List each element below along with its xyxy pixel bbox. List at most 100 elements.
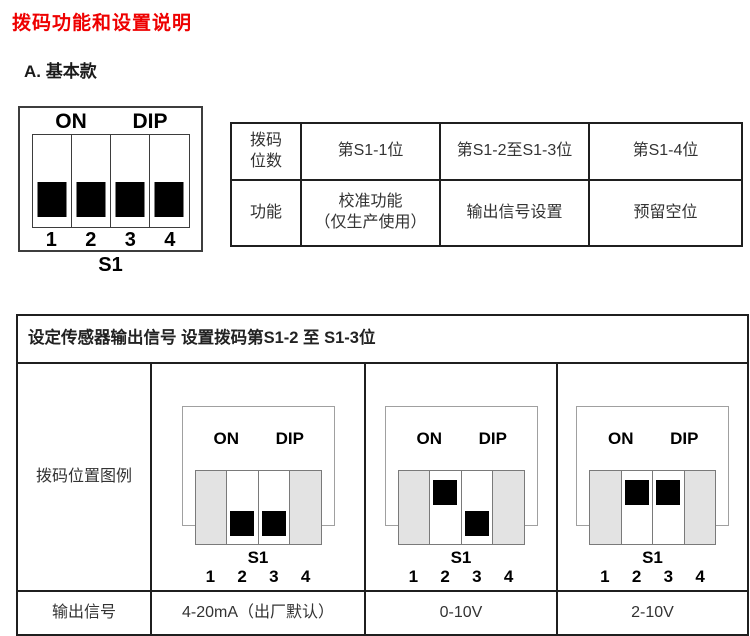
dip-header: ON DIP (32, 109, 190, 134)
dip-slot (461, 470, 493, 546)
dip-position-number: 1 (600, 566, 610, 586)
cell-dip-legend-0-10v: ON DIP 1 2 3 4 S1 (364, 361, 558, 593)
cell-dip-legend-2-10v: ON DIP 1 2 3 4 S1 (556, 361, 749, 593)
dip-position-number: 2 (85, 229, 97, 251)
dip-dip-label: DIP (132, 110, 168, 133)
dip-header: ON DIP (589, 428, 716, 449)
dip-slot-disabled (194, 470, 227, 546)
dip-dip-label: DIP (478, 429, 507, 449)
dip-on-label: ON (55, 110, 87, 133)
dip-knob-on (656, 480, 681, 506)
dip-position-number: 3 (472, 566, 482, 586)
dip-knob-off (230, 511, 255, 537)
dip-position-number: 3 (269, 566, 279, 586)
page-title: 拨码功能和设置说明 (12, 13, 193, 34)
dip-position-number: 3 (663, 566, 674, 586)
dip-slot (71, 134, 111, 228)
table-row: 设定传感器输出信号 设置拨码第S1-2 至 S1-3位 (16, 314, 749, 364)
cell-function-reserved: 预留空位 (588, 179, 743, 247)
row-header-function: 功能 (230, 179, 302, 247)
table-row: 输出信号 4-20mA（出厂默认） 0-10V 2-10V (16, 590, 749, 636)
row-header-output-signal: 输出信号 (16, 590, 152, 636)
main-dip-switch-diagram: ON DIP 1 2 3 4 S1 (18, 106, 203, 277)
dip-position-number: 3 (124, 229, 136, 251)
dip-slots (31, 134, 190, 228)
dip-header: ON DIP (398, 428, 525, 449)
dip-switch-name: S1 (247, 548, 269, 568)
dip-on-label: ON (608, 429, 634, 449)
dip-position-numbers: 1 2 3 4 (589, 566, 716, 587)
dip-diagram-2-10v: ON DIP 1 2 3 4 S1 (576, 385, 729, 590)
cell-signal-4-20ma: 4-20mA（出厂默认） (150, 590, 366, 636)
dip-on-label: ON (213, 429, 240, 449)
dip-position-number: 4 (164, 229, 176, 251)
cell-function-calibration: 校准功能 （仅生产使用） (300, 179, 441, 247)
dip-knob-off (464, 511, 489, 537)
dip-slot (31, 134, 72, 228)
dip-knob-off (154, 182, 184, 217)
dip-slot (430, 470, 462, 546)
dip-knob-off (261, 511, 286, 537)
dip-box: ON DIP 1 2 3 4 (18, 106, 203, 252)
signal-table-title: 设定传感器输出信号 设置拨码第S1-2 至 S1-3位 (16, 314, 749, 364)
dip-slot (653, 470, 685, 546)
dip-position-number: 4 (503, 566, 514, 586)
dip-knob-off (115, 182, 145, 217)
dip-slots (194, 470, 322, 546)
dip-position-number: 1 (408, 566, 419, 586)
dip-diagram-4-20ma: ON DIP 1 2 3 4 S1 (181, 385, 335, 590)
dip-slot (258, 470, 290, 546)
dip-slot-disabled (684, 470, 716, 546)
dip-slot-disabled (290, 470, 322, 546)
output-signal-setting-table: 设定传感器输出信号 设置拨码第S1-2 至 S1-3位 拨码位置图例 ON DI… (16, 314, 749, 636)
cell-dip-legend-4-20ma: ON DIP 1 2 3 4 S1 (150, 361, 366, 593)
dip-knob-off (76, 182, 106, 217)
dip-position-number: 2 (631, 566, 642, 586)
dip-position-number: 1 (205, 566, 216, 586)
cell-bit-s1-4: 第S1-4位 (588, 122, 743, 181)
dip-dip-label: DIP (670, 429, 699, 449)
cell-bit-s1-1: 第S1-1位 (300, 122, 441, 181)
dip-position-number: 2 (440, 566, 450, 586)
dip-dip-label: DIP (275, 429, 304, 449)
table-row: 拨码 位数 第S1-1位 第S1-2至S1-3位 第S1-4位 (230, 122, 743, 181)
dip-slot (227, 470, 259, 546)
row-header-dip-position-legend: 拨码位置图例 (16, 361, 152, 593)
dip-position-number: 4 (695, 566, 705, 586)
dip-slot-disabled (493, 470, 525, 546)
section-heading-basic-model: A. 基本款 (24, 62, 97, 81)
dip-position-number: 2 (237, 566, 247, 586)
dip-header: ON DIP (195, 428, 322, 449)
dip-knob-on (624, 480, 649, 506)
dip-position-number: 1 (45, 229, 57, 251)
dip-diagram-0-10v: ON DIP 1 2 3 4 S1 (384, 385, 538, 590)
table-row: 功能 校准功能 （仅生产使用） 输出信号设置 预留空位 (230, 179, 743, 247)
cell-function-output-signal: 输出信号设置 (439, 179, 590, 247)
dip-position-numbers: 1 2 3 4 (195, 566, 322, 587)
dip-switch-name: S1 (642, 548, 663, 568)
dip-slot-disabled (589, 470, 622, 546)
dip-slot (621, 470, 653, 546)
dip-knob-on (433, 480, 458, 506)
row-header-bit-count: 拨码 位数 (230, 122, 302, 181)
dip-position-numbers: 1 2 3 4 (398, 566, 525, 587)
dip-slots (589, 470, 716, 546)
dip-switch-name: S1 (98, 254, 123, 276)
cell-bit-s1-2-3: 第S1-2至S1-3位 (439, 122, 590, 181)
cell-signal-0-10v: 0-10V (364, 590, 558, 636)
dip-slot (111, 134, 151, 228)
dip-on-label: ON (416, 429, 443, 449)
dip-position-numbers: 1 2 3 4 (32, 229, 190, 252)
dip-box: ON DIP 1 2 3 4 (576, 405, 729, 586)
dip-box: ON DIP 1 2 3 4 (384, 405, 538, 586)
dip-switch-name: S1 (450, 548, 472, 568)
dip-slots (397, 470, 525, 546)
cell-signal-2-10v: 2-10V (556, 590, 749, 636)
dip-position-number: 4 (300, 566, 311, 586)
dip-slot-disabled (397, 470, 430, 546)
dip-slot (150, 134, 190, 228)
dip-knob-off (37, 182, 67, 217)
dip-box: ON DIP 1 2 3 4 (181, 405, 335, 586)
dip-function-table: 拨码 位数 第S1-1位 第S1-2至S1-3位 第S1-4位 功能 校准功能 … (230, 122, 743, 247)
